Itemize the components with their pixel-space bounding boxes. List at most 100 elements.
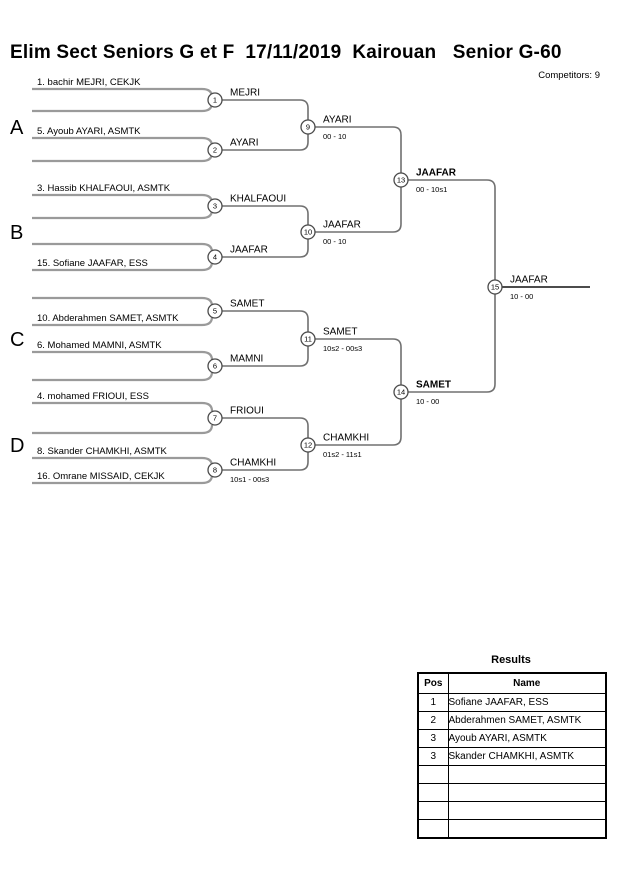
player-entry: 15. Sofiane JAAFAR, ESS: [37, 258, 148, 269]
results-col-name: Name: [447, 672, 607, 694]
connector: [315, 338, 402, 392]
connector: [408, 287, 496, 393]
match-number-circle: [207, 142, 223, 158]
slot-line: [32, 456, 214, 467]
result-pos: 3: [417, 729, 449, 748]
match-winner-label: AYARI: [323, 115, 352, 126]
match-number: 1: [213, 96, 217, 105]
player-entry: 5. Ayoub AYARI, ASMTK: [37, 126, 141, 137]
connector: [222, 310, 309, 339]
slot-line: [32, 401, 214, 412]
match-node-12: 12 CHAMKHI 01s2 - 11s1: [300, 433, 369, 459]
match-winner-label: SAMET: [416, 380, 451, 391]
match-winner-label: KHALFAOUI: [230, 194, 286, 205]
match-score: 00 - 10: [323, 237, 346, 246]
result-name: Abderahmen SAMET, ASMTK: [447, 711, 607, 730]
result-pos: [417, 801, 449, 820]
match-winner-label: JAAFAR: [510, 275, 548, 286]
connector: [222, 445, 309, 471]
section-label-c: C: [10, 329, 24, 351]
match-node-9: 9 AYARI 00 - 10: [300, 115, 352, 141]
slot-line: [32, 296, 214, 307]
match-number: 5: [213, 307, 217, 316]
player-entry: 3. Hassib KHALFAOUI, ASMTK: [37, 183, 171, 194]
match-number-circle: [207, 358, 223, 374]
match-score: 10s1 - 00s3: [230, 475, 269, 484]
result-pos: [417, 819, 449, 839]
connector: [408, 179, 496, 287]
match-number: 15: [491, 283, 499, 292]
match-winner-label: JAAFAR: [323, 220, 361, 231]
slot-line: [32, 424, 214, 435]
match-number-circle: [393, 384, 409, 400]
slot-line: [32, 136, 214, 147]
match-winner-label: CHAMKHI: [323, 433, 369, 444]
match-number-circle: [207, 462, 223, 478]
match-winner-label: MAMNI: [230, 354, 263, 365]
results-table: Pos Name 1 Sofiane JAAFAR, ESS 2 Abderah…: [417, 672, 607, 839]
connector: [222, 232, 309, 258]
connector: [222, 127, 309, 151]
slot-line: [32, 209, 214, 220]
match-node-11: 11 SAMET 10s2 - 00s3: [300, 327, 362, 353]
results-row: 1 Sofiane JAAFAR, ESS: [417, 693, 607, 712]
match-node-1: 1 MEJRI: [207, 88, 260, 108]
results-header-row: Pos Name: [417, 672, 607, 694]
results-row-empty: [417, 801, 607, 820]
connector: [222, 205, 309, 232]
match-score: 00 - 10s1: [416, 185, 447, 194]
result-pos: [417, 765, 449, 784]
results-title: Results: [491, 654, 531, 666]
slot-line: [32, 316, 214, 327]
bracket-diagram: A B C D 1. bachir MEJRI, CEKJK 5. Ayoub …: [10, 77, 590, 485]
results-row-empty: [417, 765, 607, 784]
result-name: [447, 783, 607, 802]
player-entry: 1. bachir MEJRI, CEKJK: [37, 77, 141, 88]
match-node-7: 7 FRIOUI: [207, 406, 264, 426]
result-name: [447, 819, 607, 839]
match-node-14: 14 SAMET 10 - 00: [393, 380, 451, 406]
match-number-circle: [393, 172, 409, 188]
match-number: 3: [213, 202, 217, 211]
bracket-slot-lines: [32, 87, 214, 485]
match-node-5: 5 SAMET: [207, 299, 264, 319]
connector: [315, 126, 402, 180]
results-row-empty: [417, 783, 607, 802]
match-number-circle: [207, 92, 223, 108]
match-score: 00 - 10: [323, 132, 346, 141]
match-number-circle: [300, 119, 316, 135]
match-winner-label: MEJRI: [230, 88, 260, 99]
connector: [222, 417, 309, 445]
player-entry: 10. Abderahmen SAMET, ASMTK: [37, 313, 179, 324]
competitors-count: Competitors: 9: [538, 70, 600, 81]
match-winner-label: SAMET: [230, 299, 264, 310]
match-number: 11: [304, 335, 312, 344]
match-winner-label: JAAFAR: [230, 245, 268, 256]
slot-line: [32, 193, 214, 204]
connector: [222, 99, 309, 127]
match-winner-label: SAMET: [323, 327, 357, 338]
match-node-8: 8 CHAMKHI 10s1 - 00s3: [207, 458, 276, 484]
section-label-d: D: [10, 435, 24, 457]
slot-line: [32, 350, 214, 361]
match-winner-label: CHAMKHI: [230, 458, 276, 469]
result-name: Ayoub AYARI, ASMTK: [447, 729, 607, 748]
match-node-4: 4 JAAFAR: [207, 245, 268, 265]
section-label-a: A: [10, 117, 24, 139]
match-score: 10s2 - 00s3: [323, 344, 362, 353]
player-entry: 16. Omrane MISSAID, CEKJK: [37, 471, 165, 482]
slot-line: [32, 87, 214, 98]
slot-line: [32, 152, 214, 163]
connector: [315, 392, 402, 446]
match-number: 6: [213, 362, 217, 371]
match-node-10: 10 JAAFAR 00 - 10: [300, 220, 361, 246]
result-pos: 3: [417, 747, 449, 766]
results-row: 3 Skander CHAMKHI, ASMTK: [417, 747, 607, 766]
match-number-circle: [207, 198, 223, 214]
match-number-circle: [300, 331, 316, 347]
match-score: 10 - 00: [510, 292, 533, 301]
results-row: 2 Abderahmen SAMET, ASMTK: [417, 711, 607, 730]
results-row-empty: [417, 819, 607, 839]
slot-line: [32, 371, 214, 382]
match-node-15: 15 JAAFAR 10 - 00: [487, 275, 548, 301]
